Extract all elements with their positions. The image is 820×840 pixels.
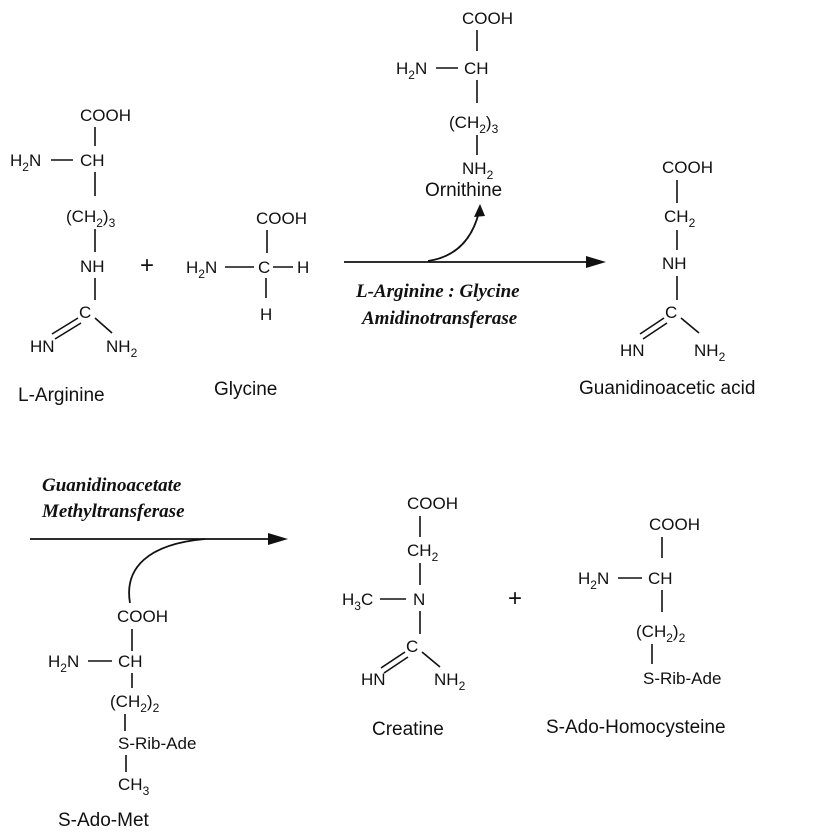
plus-sign: + [508, 585, 522, 612]
gaa-cooh: COOH [662, 158, 713, 177]
arginine-h2n: H2N [10, 151, 41, 174]
glycine-h-bottom: H [260, 305, 272, 324]
s-ado-met-structure: COOH H2N CH (CH2)2 S-Rib-Ade CH3 S-Ado-M… [48, 607, 196, 831]
creatine-n: N [413, 590, 425, 609]
creatine-cooh: COOH [407, 494, 458, 513]
ornithine-h2n: H2N [396, 59, 427, 82]
enzyme-1-line1: L-Arginine : Glycine [355, 281, 520, 302]
arginine-nh: NH [80, 257, 105, 276]
ornithine-name: Ornithine [425, 180, 502, 201]
creatine-c: C [406, 637, 418, 656]
enzyme-1-line2: Amidinotransferase [361, 308, 518, 329]
arrow-head [586, 256, 606, 268]
sadohcy-name: S-Ado-Homocysteine [546, 717, 726, 738]
ornithine-chain: (CH2)3 [449, 113, 499, 136]
arrow-head [268, 533, 288, 545]
creatine-structure: COOH CH2 H3C N C HN NH2 Creatine [342, 494, 466, 740]
arginine-chain: (CH2)3 [66, 207, 116, 230]
creatine-name: Creatine [372, 719, 444, 740]
sadomet-name: S-Ado-Met [58, 810, 150, 831]
arginine-ch: CH [80, 151, 105, 170]
double-bond [54, 322, 82, 340]
sadomet-srib: S-Rib-Ade [118, 734, 196, 753]
arginine-nh2: NH2 [106, 337, 138, 360]
double-bond [51, 317, 79, 335]
sadohcy-ch: CH [648, 569, 673, 588]
enzyme-2-line1: Guanidinoacetate [42, 475, 182, 496]
ornithine-ch: CH [464, 59, 489, 78]
sadohcy-chain: (CH2)2 [636, 622, 686, 645]
sadomet-ch: CH [118, 652, 143, 671]
sadohcy-cooh: COOH [649, 515, 700, 534]
gaa-nh2: NH2 [694, 341, 726, 364]
gaa-c: C [665, 303, 677, 322]
side-product-arrow [427, 211, 480, 262]
ornithine-structure: COOH H2N CH (CH2)3 NH2 Ornithine [396, 9, 513, 201]
sadomet-cooh: COOH [117, 607, 168, 626]
gaa-nh: NH [662, 254, 687, 273]
sadohcy-h2n: H2N [578, 569, 609, 592]
double-bond [642, 322, 668, 340]
arginine-c: C [79, 303, 91, 322]
bond [680, 317, 700, 334]
arrow-head [474, 204, 485, 217]
glycine-h-right: H [297, 258, 309, 277]
glycine-h2n: H2N [186, 258, 217, 281]
ornithine-cooh: COOH [462, 9, 513, 28]
glycine-c: C [258, 258, 270, 277]
creatine-ch2: CH2 [407, 541, 439, 564]
ornithine-nh2: NH2 [462, 159, 494, 182]
creatine-h3c: H3C [342, 590, 373, 613]
glycine-structure: COOH H2N C H H Glycine [186, 209, 309, 400]
reaction-arrow-1 [344, 204, 606, 268]
guanidinoacetic-acid-structure: COOH CH2 NH C HN NH2 Guanidinoacetic aci… [579, 158, 755, 399]
arginine-name: L-Arginine [18, 385, 105, 406]
l-arginine-structure: COOH H2N CH (CH2)3 NH C HN NH2 L-Arginin… [10, 106, 138, 406]
double-bond [383, 656, 409, 674]
reaction-arrow-2 [30, 533, 288, 604]
enzyme-2-line2: Methyltransferase [41, 501, 185, 522]
glycine-name: Glycine [214, 379, 277, 400]
creatine-hn: HN [361, 670, 386, 689]
arginine-cooh: COOH [80, 106, 131, 125]
sadohcy-srib: S-Rib-Ade [643, 669, 721, 688]
double-bond [639, 317, 665, 335]
gaa-name: Guanidinoacetic acid [579, 378, 755, 399]
gaa-hn: HN [620, 341, 645, 360]
s-ado-homocysteine-structure: COOH H2N CH (CH2)2 S-Rib-Ade S-Ado-Homoc… [546, 515, 726, 738]
sadomet-chain: (CH2)2 [110, 692, 160, 715]
arginine-hn: HN [30, 337, 55, 356]
creatine-nh2: NH2 [434, 670, 466, 693]
bond [94, 317, 113, 334]
plus-sign: + [140, 252, 154, 279]
glycine-cooh: COOH [256, 209, 307, 228]
sadomet-h2n: H2N [48, 652, 79, 675]
bond [421, 651, 441, 668]
double-bond [380, 651, 406, 669]
cofactor-arrow [128, 538, 206, 604]
sadomet-ch3: CH3 [118, 775, 150, 798]
gaa-ch2: CH2 [664, 207, 696, 230]
